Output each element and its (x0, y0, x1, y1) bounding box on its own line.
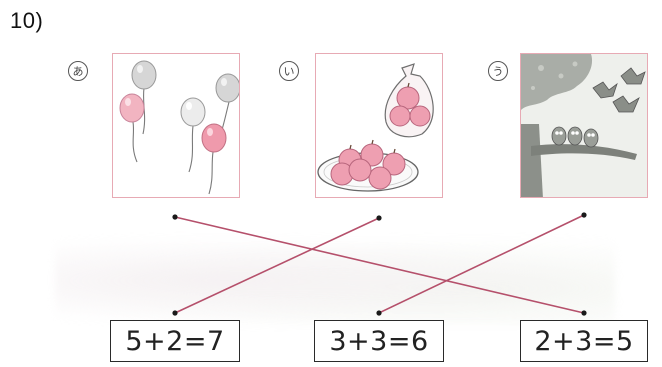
bottom-dot-2[interactable] (376, 310, 382, 316)
marker-u: う (488, 61, 508, 81)
balloon-pink-2 (201, 123, 227, 153)
equation-box-3[interactable]: 2+3=5 (520, 320, 648, 362)
balloon-pink-1 (119, 93, 145, 123)
marker-a: あ (68, 61, 88, 81)
match-line-2 (174, 217, 380, 314)
top-dot-3[interactable] (581, 212, 587, 218)
balloon-gray-2 (215, 73, 239, 103)
balloons-picture (119, 60, 239, 195)
match-line-3 (378, 214, 585, 314)
background-smudge (55, 235, 615, 325)
panel-birds[interactable] (520, 53, 648, 198)
equation-box-1[interactable]: 5+2=7 (110, 320, 240, 362)
bottom-dot-1[interactable] (172, 310, 178, 316)
match-line-1 (174, 216, 585, 314)
balloon-white (180, 97, 206, 127)
top-dot-1[interactable] (172, 214, 178, 220)
top-dot-2[interactable] (376, 215, 382, 221)
perched-birds (551, 126, 599, 148)
bottom-dot-3[interactable] (581, 310, 587, 316)
balloon-gray-1 (131, 60, 157, 90)
panel-balloons[interactable] (112, 53, 240, 198)
problem-number: 10) (10, 8, 44, 33)
equation-box-2[interactable]: 3+3=6 (314, 320, 444, 362)
apples-picture (317, 63, 434, 192)
marker-i: い (279, 61, 299, 81)
flying-birds (592, 67, 646, 113)
panel-apples[interactable] (315, 53, 443, 198)
birds-picture (521, 54, 647, 197)
